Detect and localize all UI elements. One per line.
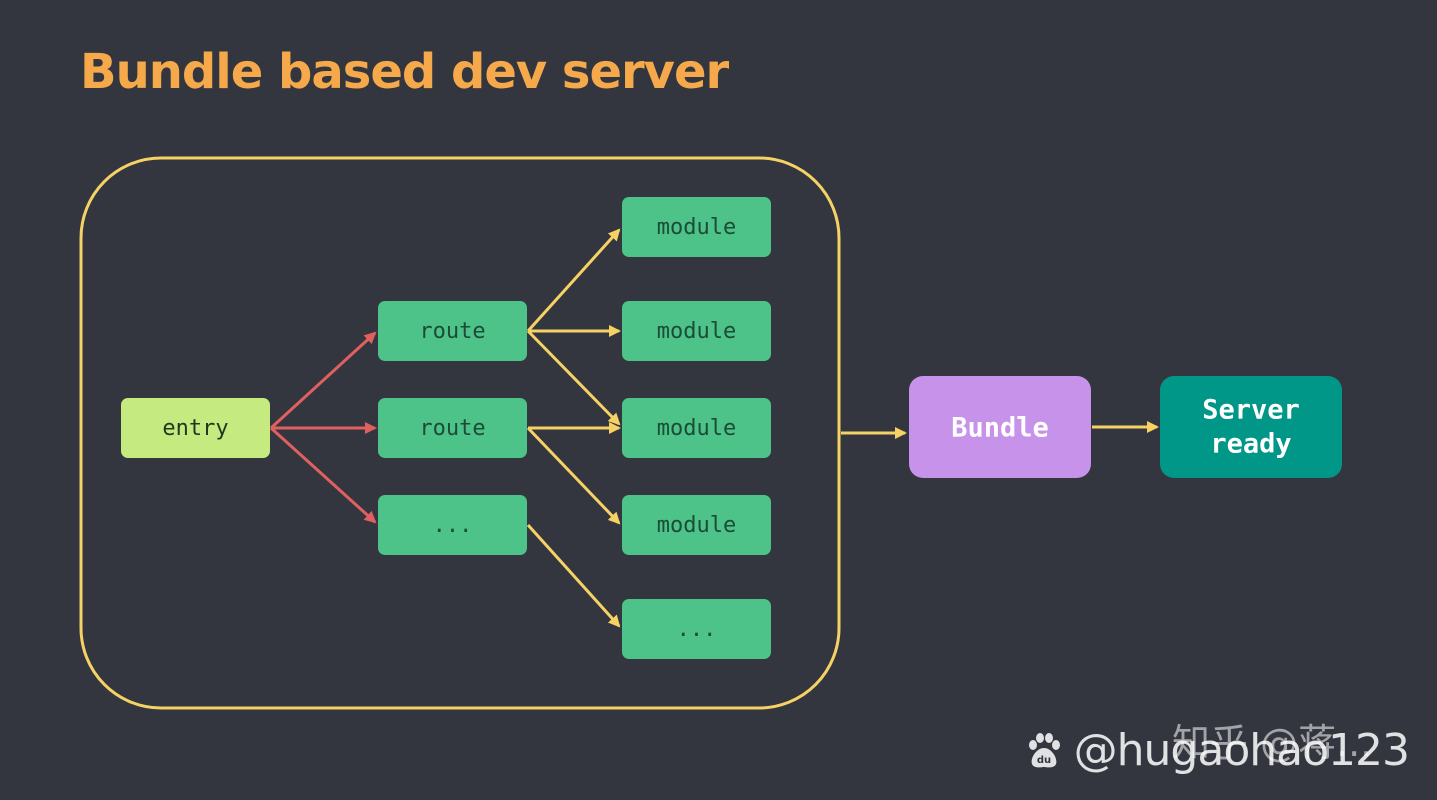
- server-ready-line-1: Server: [1202, 395, 1300, 426]
- route-node-3: ...: [378, 495, 527, 555]
- module-5-label: ...: [677, 617, 717, 642]
- arrow-route1-module3: [526, 329, 621, 426]
- page-title: Bundle based dev server: [80, 44, 729, 100]
- arrow-route1-module1: [526, 228, 621, 333]
- module-node-2: module: [622, 301, 771, 361]
- bundle-container: [79, 156, 841, 710]
- route-3-label: ...: [433, 513, 473, 538]
- watermark: du @hugaohao123: [1024, 725, 1410, 776]
- watermark-text: @hugaohao123: [1073, 725, 1410, 776]
- route-node-1: route: [378, 301, 527, 361]
- module-node-4: module: [622, 495, 771, 555]
- bundle-label: Bundle: [951, 413, 1049, 444]
- route-2-label: route: [419, 416, 485, 441]
- arrow-route3-module5: [526, 523, 621, 628]
- module-2-label: module: [657, 319, 736, 344]
- svg-text:du: du: [1037, 755, 1051, 766]
- module-node-1: module: [622, 197, 771, 257]
- arrow-entry-route-1: [269, 331, 377, 430]
- route-node-2: route: [378, 398, 527, 458]
- baidu-paw-icon: du: [1028, 732, 1060, 767]
- server-ready-node: Server ready: [1160, 376, 1342, 478]
- module-4-label: module: [657, 513, 736, 538]
- entry-label: entry: [162, 416, 228, 441]
- entry-to-route-arrows: [269, 331, 377, 524]
- bundle-node: Bundle: [909, 376, 1091, 478]
- arrow-entry-route-3: [269, 426, 377, 524]
- module-3-label: module: [657, 416, 736, 441]
- module-1-label: module: [657, 215, 736, 240]
- zhihu-watermark: 知乎 @蒋...: [1172, 721, 1373, 765]
- module-node-5: ...: [622, 599, 771, 659]
- route-1-label: route: [419, 319, 485, 344]
- server-ready-line-2: ready: [1210, 429, 1291, 460]
- module-node-3: module: [622, 398, 771, 458]
- route-to-module-arrows: [526, 228, 621, 628]
- entry-node: entry: [121, 398, 270, 458]
- arrow-route2-module4: [526, 426, 621, 525]
